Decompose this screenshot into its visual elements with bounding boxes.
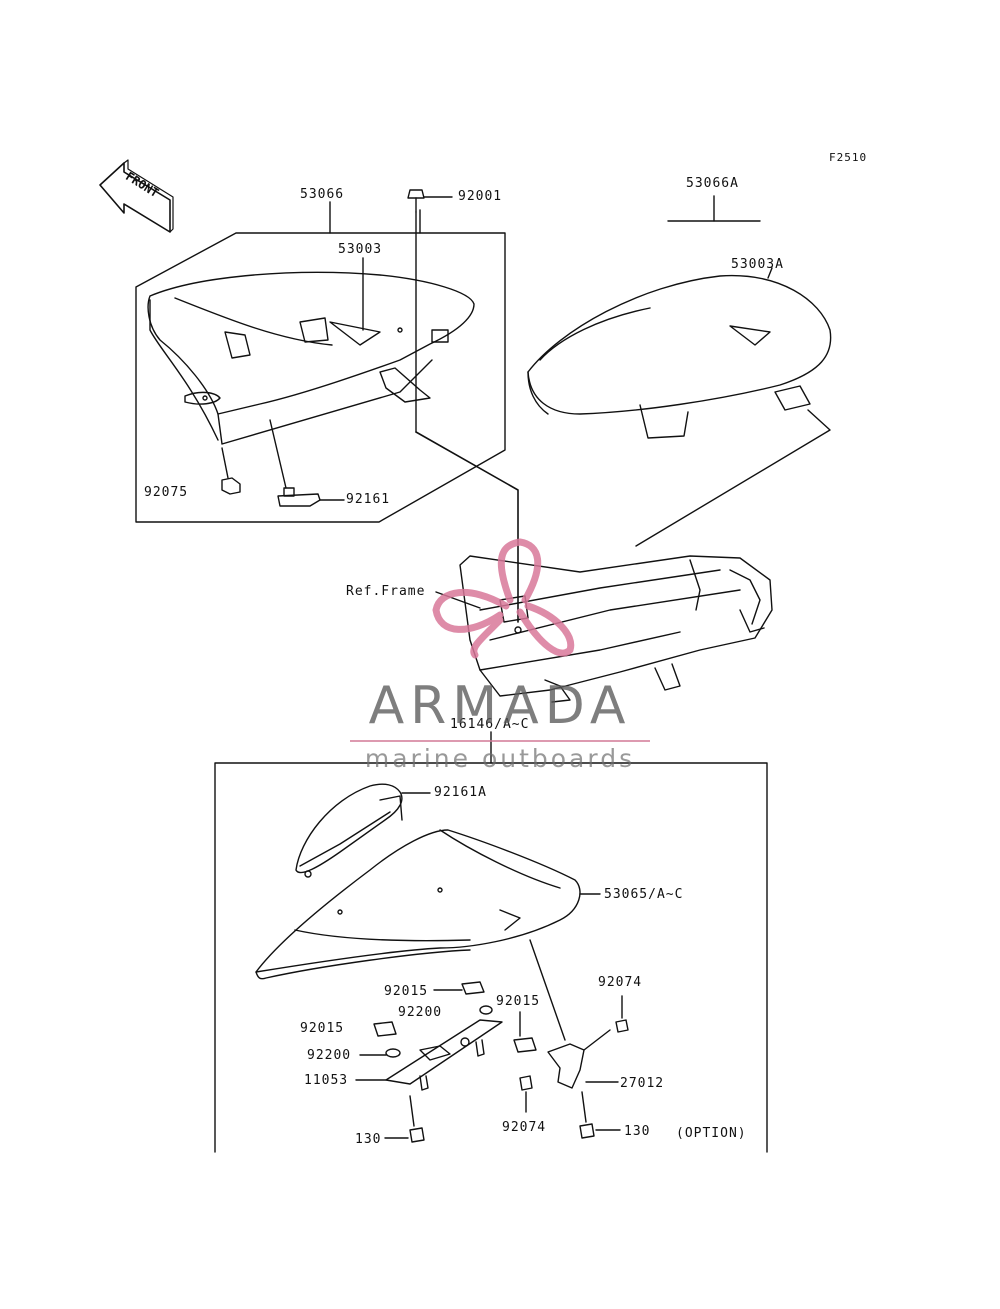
label-92161A: 92161A [434,785,487,800]
hinge-27012 [547,1029,619,1089]
label-16146: 16146/A~C [450,717,530,732]
label-11053: 11053 [304,1073,349,1088]
seat-cover-53003A [527,267,832,547]
bracket-11053 [355,1019,503,1091]
label-92015-a: 92015 [384,984,429,999]
label-130-right: 130 [624,1124,651,1139]
label-53065: 53065/A~C [604,887,684,902]
damper-92075 [221,447,241,495]
front-arrow-label: FRONT [123,169,161,200]
nut-92074-bottom [519,1075,533,1113]
label-53003: 53003 [338,242,383,257]
front-arrow-icon: FRONT [99,159,174,233]
label-92074-top: 92074 [598,975,643,990]
label-92161: 92161 [346,492,391,507]
clip-92015-b [373,1021,397,1037]
seat-bracket-92161 [269,419,345,507]
upper-seat-assembly-box [135,201,506,523]
label-ref-frame: Ref.Frame [346,584,426,599]
label-53003A: 53003A [731,257,784,272]
label-option: (OPTION) [676,1126,747,1141]
bolt-130-left [384,1095,425,1143]
watermark-divider [350,740,650,742]
watermark-tagline: marine outboards [364,744,636,773]
label-92200-a: 92200 [398,1005,443,1020]
washer-92200-a [359,1048,401,1058]
label-92074-bottom: 92074 [502,1120,547,1135]
label-130-left: 130 [355,1132,382,1147]
washer-92200-b [479,1005,493,1015]
seat-cowl-trim-92161A [295,783,431,878]
label-27012: 27012 [620,1076,665,1091]
single-seat-cover-53065 [255,829,601,1041]
label-92200-b: 92200 [307,1048,352,1063]
diagram-code: F2510 [829,151,868,164]
lower-seat-cover-box [214,731,768,1153]
label-53066: 53066 [300,187,345,202]
bolt-130-right [579,1091,621,1139]
label-53066A: 53066A [686,176,739,191]
nut-92074-top [615,995,629,1033]
bolt-92001 [407,189,453,213]
label-92015-c: 92015 [300,1021,345,1036]
watermark-brand: ARMADA [368,676,632,736]
label-92075: 92075 [144,485,189,500]
clip-92015-c [513,1011,537,1053]
propeller-icon [432,538,575,659]
main-seat-53003 [147,257,475,445]
label-92001: 92001 [458,189,503,204]
label-92015-b: 92015 [496,994,541,1009]
clip-92015-a [433,981,485,995]
